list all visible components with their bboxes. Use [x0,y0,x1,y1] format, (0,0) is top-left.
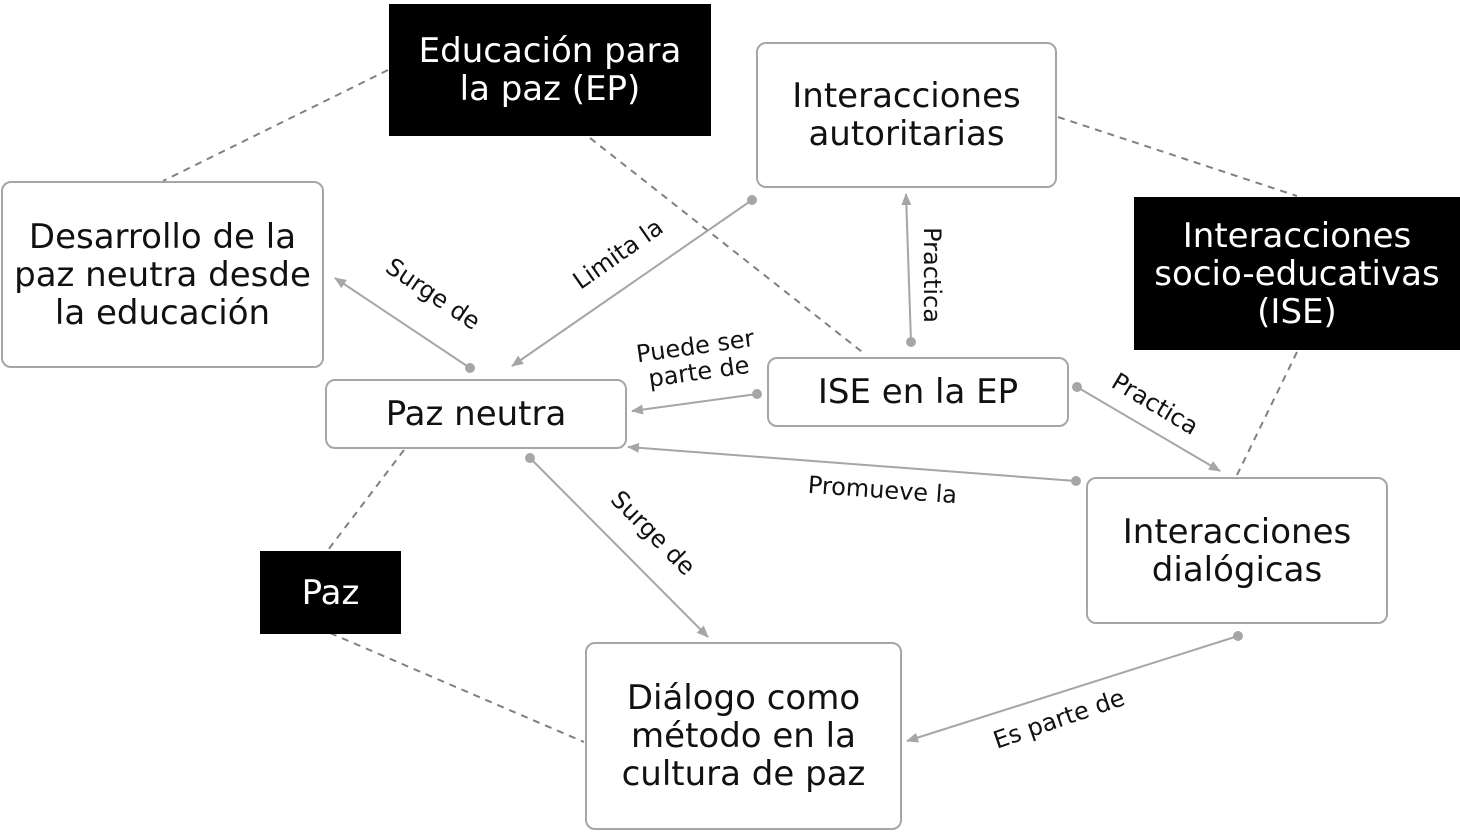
origin-dot [1233,631,1243,641]
origin-dot [752,389,762,399]
origin-dot [1072,382,1082,392]
arrow-surge-de-2 [529,457,709,638]
origin-dot [906,337,916,347]
arrow-promueve-la [627,442,1077,482]
node-dialogo-como-metodo: Diálogo como método en la cultura de paz [585,642,902,830]
node-ise-en-la-ep: ISE en la EP [767,357,1069,427]
node-interacciones-dialogicas: Interacciones dialógicas [1086,477,1388,624]
node-paz: Paz [260,551,401,634]
label-practica-1: Practica [918,227,946,323]
node-educacion-para-la-paz: Educación para la paz (EP) [389,4,711,136]
node-desarrollo-paz-neutra: Desarrollo de la paz neutra desde la edu… [1,181,324,368]
dashed-ise-to-dialogicas [1236,351,1298,476]
arrow-puede-ser-parte-de [631,393,758,415]
arrow-es-parte-de [906,635,1239,743]
arrow-practica-2 [1076,386,1221,472]
arrow-surge-de-1 [334,277,471,369]
origin-dot [1071,476,1081,486]
origin-dot [525,453,535,463]
dashed-paz-to-dialogo [329,632,585,743]
dashed-paz-neutra-to-paz [327,449,405,551]
node-interacciones-socio-educativas: Interacciones socio-educativas (ISE) [1134,197,1460,350]
arrow-limita-la [511,199,753,367]
node-interacciones-autoritarias: Interacciones autoritarias [756,42,1057,188]
arrow-practica-1 [901,193,912,343]
dashed-ep-to-desarrollo [162,69,389,182]
dashed-autoritarias-to-ise [1057,116,1298,197]
node-paz-neutra: Paz neutra [325,379,627,449]
dashed-ep-to-ise-en-ep [589,137,867,356]
origin-dot [747,195,757,205]
origin-dot [465,363,475,373]
